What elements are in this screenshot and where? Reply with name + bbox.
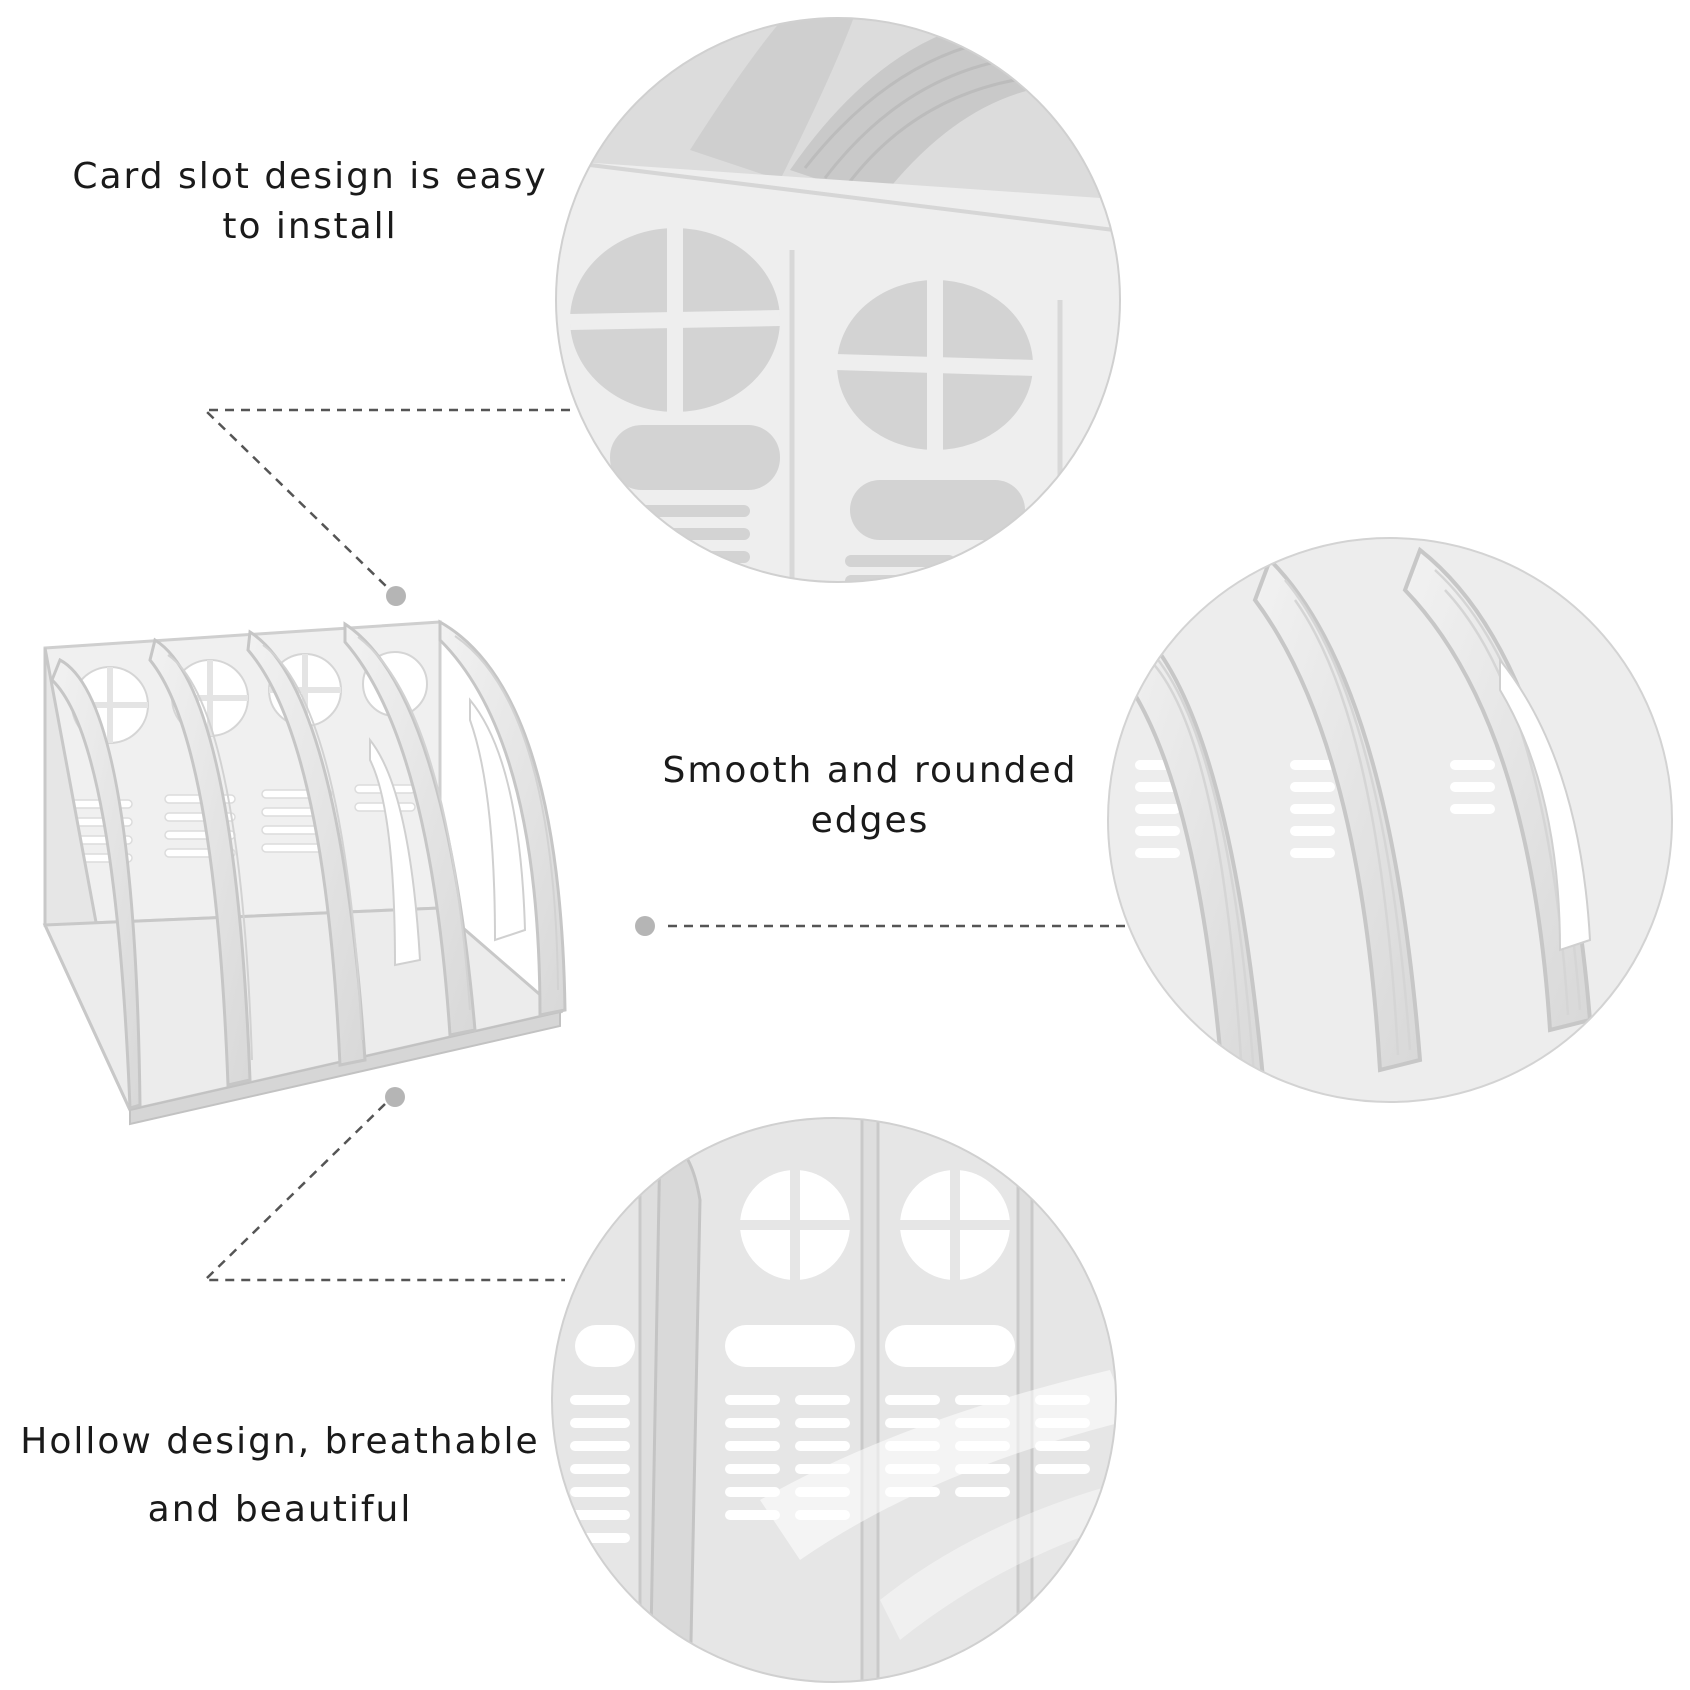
leader-lines [201, 408, 1125, 1282]
caption-card-slot: Card slot design is easy to install [40, 152, 580, 252]
leader-line-hollow-design [201, 1103, 565, 1282]
caption-card-slot-line1: Card slot design is easy [72, 156, 548, 197]
caption-card-slot-line2: to install [222, 206, 398, 247]
caption-smooth-edges: Smooth and rounded edges [640, 746, 1100, 846]
leader-line-card-slot [201, 408, 570, 591]
zoom-rounded-edges [1107, 537, 1673, 1103]
leader-dot-hollow-design [385, 1087, 405, 1107]
zoom-card-slot [555, 17, 1121, 583]
file-holder-product [42, 619, 567, 1126]
leader-dot-smooth-edges [635, 916, 655, 936]
leader-dot-card-slot [386, 586, 406, 606]
zoom-hollow-design [551, 1117, 1117, 1683]
caption-hollow-design-line1: Hollow design, breathable [20, 1421, 540, 1462]
caption-hollow-design-line2: and beautiful [147, 1489, 413, 1530]
caption-hollow-design: Hollow design, breathable and beautiful [0, 1408, 560, 1544]
caption-smooth-edges-line2: edges [810, 800, 930, 841]
caption-smooth-edges-line1: Smooth and rounded [662, 750, 1078, 791]
